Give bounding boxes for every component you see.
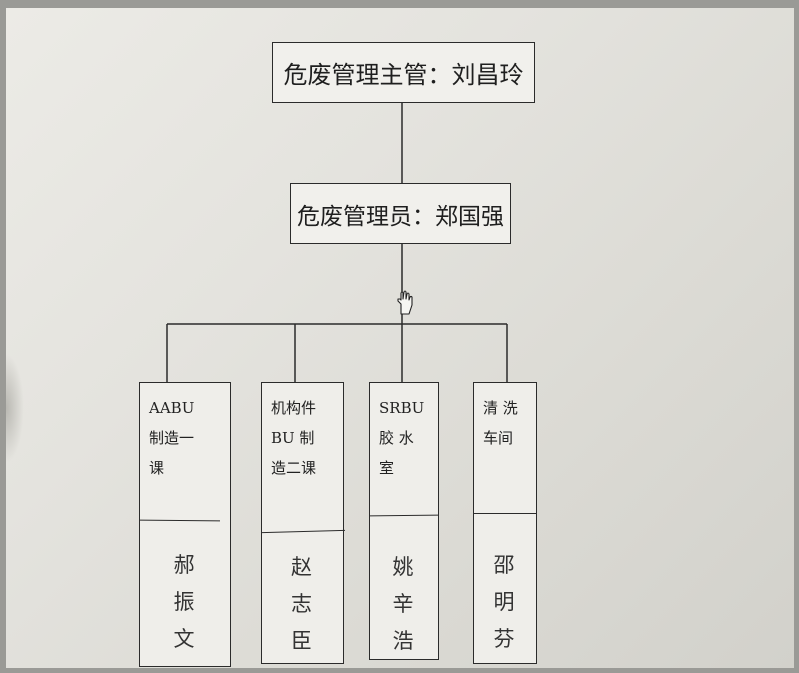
administrator-label: 危废管理员：郑国强 xyxy=(297,203,504,230)
supervisor-box: 危废管理主管：刘昌玲 xyxy=(272,42,535,103)
unit-label: AABU 制造一 课 xyxy=(149,399,195,477)
unit-box-parts: 机构件 BU 制 造二课 赵 志 臣 xyxy=(261,382,345,664)
unit-box-aabu: AABU 制造一 课 郝 振 文 xyxy=(139,382,231,667)
unit-divider xyxy=(474,513,536,514)
unit-person: 郝 振 文 xyxy=(173,553,197,651)
unit-box-srbu: SRBU 胶 水 室 姚 辛 浩 xyxy=(369,382,439,660)
org-chart-photo: 危废管理主管：刘昌玲 危废管理员：郑国强 AABU 制造一 课 郝 振 文 机构… xyxy=(6,8,794,668)
supervisor-label: 危废管理主管：刘昌玲 xyxy=(283,61,524,89)
unit-label: 机构件 BU 制 造二课 xyxy=(271,399,317,477)
paper-smudge xyxy=(6,353,24,463)
unit-person: 邵 明 芬 xyxy=(493,553,517,651)
unit-person: 赵 志 臣 xyxy=(291,555,314,653)
unit-person: 姚 辛 浩 xyxy=(392,555,416,653)
unit-divider xyxy=(262,529,345,534)
unit-divider xyxy=(139,519,221,522)
hand-cursor-icon xyxy=(397,290,413,315)
unit-box-cleaning: 清 洗 车间 邵 明 芬 xyxy=(473,382,537,664)
administrator-box: 危废管理员：郑国强 xyxy=(290,183,511,244)
unit-label: 清 洗 车间 xyxy=(483,399,518,447)
unit-label: SRBU 胶 水 室 xyxy=(379,399,425,477)
unit-divider xyxy=(369,514,439,517)
